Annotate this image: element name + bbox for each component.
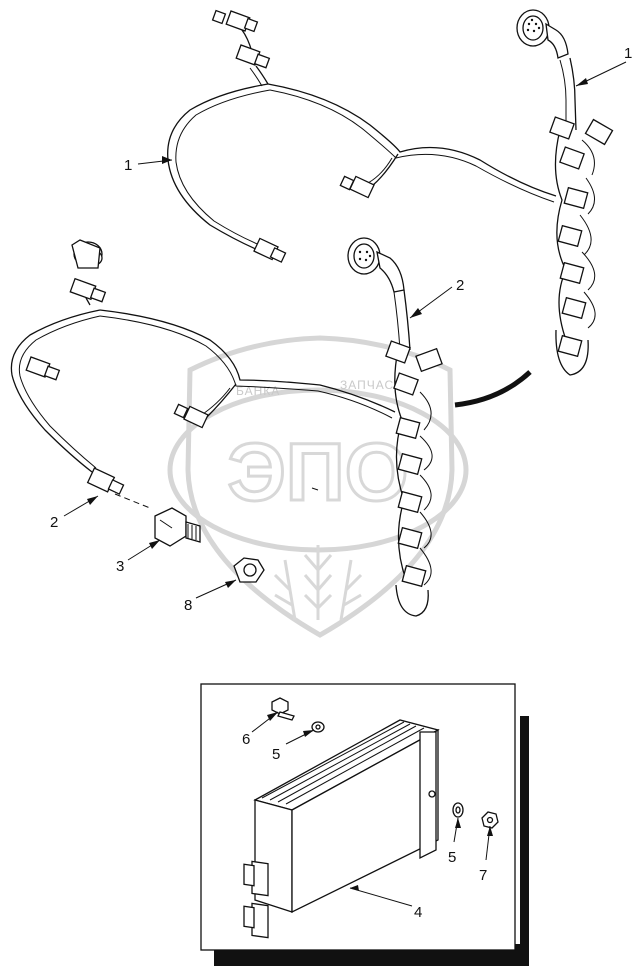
harness-1-trunk: [167, 83, 269, 251]
callouts: 1 1 2 2 3 8 6 5 5 7 4: [50, 45, 632, 921]
watermark-emblem-letters: ЭПО: [227, 427, 408, 518]
harness-2-connector-d: [86, 467, 125, 495]
harness-2-trunk: [10, 309, 101, 473]
harness-2-connector-stack: [385, 340, 443, 617]
harness-link-arc: [454, 370, 532, 408]
controller-part-4: [243, 719, 440, 939]
callout-5-top: 5: [272, 746, 280, 763]
nut-part-7: [481, 811, 499, 829]
harness-2-connector-b: [25, 356, 61, 381]
callout-3: 3: [116, 558, 124, 575]
round-connector-3: [347, 237, 405, 293]
watermark-text-right: ЗАПЧАСТ: [340, 378, 402, 392]
screw-part-6: [271, 697, 295, 721]
harness-1-connector-lower: [253, 237, 287, 263]
watermark: БАНКА ЗАПЧАСТ ЭПО: [167, 335, 469, 638]
washer-part-5-right: [452, 802, 464, 818]
callout-1-left: 1: [124, 157, 132, 174]
leader-lines: [63, 61, 627, 907]
harness-1-connector-top-a: [211, 9, 259, 33]
harness-2-connector-a: [69, 277, 107, 303]
harness-1-connector-top-b: [235, 44, 271, 69]
harness-2: [10, 237, 443, 617]
callout-7: 7: [479, 867, 487, 884]
callout-6: 6: [242, 731, 250, 748]
watermark-wheat-icon: [273, 545, 363, 621]
harness-1-connector-center: [339, 175, 375, 199]
round-connector-1: [516, 9, 569, 59]
harness-1-connector-stack: [549, 116, 614, 358]
harness-2-connector-c: [173, 403, 209, 429]
callout-5-right: 5: [448, 849, 456, 866]
nut-part-8: [233, 557, 265, 583]
round-connector-2: [71, 239, 103, 269]
callout-2-right: 2: [456, 277, 464, 294]
dash-line: [114, 493, 151, 509]
callout-8: 8: [184, 597, 192, 614]
callout-2-left: 2: [50, 514, 58, 531]
callout-4: 4: [414, 904, 422, 921]
callout-1-upper: 1: [624, 45, 632, 62]
watermark-shield: [185, 335, 455, 638]
harness-1: [167, 9, 614, 376]
washer-part-5-top: [311, 721, 325, 733]
sensor-part-3: [154, 507, 201, 547]
